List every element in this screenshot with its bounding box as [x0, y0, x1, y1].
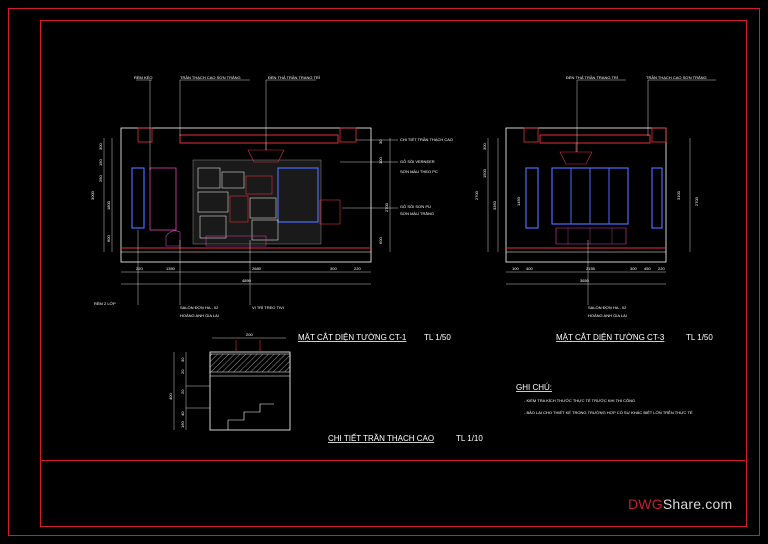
dim-ct1-left-3: 250 — [98, 175, 103, 182]
dim-ct3-left-5: 3350 — [492, 200, 497, 210]
label-salon-ct3: SALON ĐƠN HA - 02 — [588, 305, 627, 310]
ceiling-detail — [173, 337, 291, 431]
dim-ct1-bottom-2: 1350 — [166, 266, 176, 271]
dim-detail-6: 40 — [180, 411, 185, 416]
label-den-tha-ct1: ĐÈN THẢ TRẦN TRANG TRÍ — [268, 75, 321, 80]
dim-ct3-bottom-6: 220 — [658, 266, 665, 271]
title-ct3: MẶT CẮT DIỆN TƯỜNG CT-3 — [556, 333, 665, 342]
label-rem-keo: RÈM KÉO — [134, 75, 152, 80]
label-den-tha-ct3: ĐÈN THẢ TRẦN TRANG TRÍ — [566, 75, 619, 80]
label-go-soi-son-pu: GỖ SỒI SƠN PU — [400, 204, 431, 209]
left-elevation — [103, 79, 398, 305]
dim-ct1-bottom-1: 220 — [136, 266, 143, 271]
dim-ct3-total: 3650 — [580, 278, 590, 283]
dim-ct1-total: 4890 — [242, 278, 252, 283]
dim-ct1-left-6: 600 — [106, 235, 111, 242]
dim-detail-4: 20 — [180, 369, 185, 374]
dim-detail-2: 400 — [168, 393, 173, 400]
dim-ct1-bottom-4: 300 — [330, 266, 337, 271]
title-detail: CHI TIẾT TRẦN THẠCH CAO — [328, 433, 434, 443]
label-salon-ct1: SALON ĐƠN HA - 02 — [180, 305, 219, 310]
label-tran-thach-cao-ct1: TRẦN THẠCH CAO SƠN TRẮNG — [180, 75, 241, 80]
dim-ct3-bottom-1: 100 — [512, 266, 519, 271]
dim-detail-3: 30 — [180, 357, 185, 362]
dim-ct1-right-4: 600 — [378, 237, 383, 244]
dim-ct1-left-4: 3000 — [90, 190, 95, 200]
watermark-part-a: DWG — [628, 496, 663, 512]
notes-heading: GHI CHÚ: — [516, 383, 552, 392]
right-elevation — [487, 79, 716, 305]
dim-ct1-right-3: 2700 — [384, 202, 389, 212]
label-chi-tiet-tran: CHI TIẾT TRẦN THẠCH CAO — [400, 137, 453, 142]
dim-ct3-left-1: 300 — [482, 143, 487, 150]
outer-frame — [8, 8, 760, 536]
label-go-soi-verneer: GỖ SỒI VERNEER — [400, 159, 435, 164]
inner-frame — [40, 20, 747, 527]
scale-ct1: TL 1/50 — [424, 333, 451, 342]
dim-ct3-bottom-4: 300 — [630, 266, 637, 271]
label-son-mau-trang: SƠN MÀU TRẮNG — [400, 211, 434, 216]
note-item-2: - BÁO LẠI CHO THIẾT KẾ TRONG TRƯỜNG HỢP … — [524, 410, 693, 415]
dim-ct1-left-1: 300 — [98, 143, 103, 150]
label-son-mau-pc: SƠN MÀU THEO PC — [400, 169, 438, 174]
dim-ct3-left-2: 1500 — [482, 168, 487, 178]
dim-ct1-right-1: 30 — [378, 139, 383, 144]
dim-ct3-bottom-2: 400 — [526, 266, 533, 271]
watermark-logo: DWGShare.com — [628, 496, 732, 512]
dim-detail-5: 20 — [180, 389, 185, 394]
label-hoang-anh-ct3: HOÀNG ANH GIA LAI — [588, 313, 627, 318]
label-hoang-anh-ct1: HOÀNG ANH GIA LAI — [180, 313, 219, 318]
note-item-1: - KIỂM TRA KÍCH THƯỚC THỰC TẾ TRƯỚC KHI … — [524, 398, 635, 403]
watermark-part-b: Share.com — [662, 496, 733, 512]
title-ct1: MẶT CẮT DIỆN TƯỜNG CT-1 — [298, 333, 407, 342]
dim-ct3-left-4: 1450 — [516, 196, 521, 206]
dim-ct3-right-1: 3100 — [676, 190, 681, 200]
scale-ct3: TL 1/50 — [686, 333, 713, 342]
dim-ct3-bottom-3: 2155 — [586, 266, 596, 271]
dim-ct1-bottom-5: 220 — [354, 266, 361, 271]
dim-ct3-bottom-5: 450 — [644, 266, 651, 271]
dim-ct1-right-2: 100 — [378, 157, 383, 164]
scale-detail: TL 1/10 — [456, 434, 483, 443]
dim-ct1-bottom-3: 2680 — [252, 266, 262, 271]
label-vi-tri-tivi: VỊ TRÍ TREO TIVI — [252, 305, 284, 310]
label-tran-thach-cao-ct3: TRẦN THẠCH CAO SƠN TRẮNG — [646, 75, 707, 80]
dim-ct3-right-2: 2700 — [694, 196, 699, 206]
dim-ct1-left-5: 1800 — [106, 200, 111, 210]
dim-detail-7: 160 — [180, 421, 185, 428]
dim-detail-1: 200 — [246, 332, 253, 337]
dim-ct3-left-3: 2700 — [474, 190, 479, 200]
title-block-strip — [40, 460, 745, 526]
dim-ct1-left-2: 150 — [98, 159, 103, 166]
label-rem-2-lop: RÈM 2 LỚP — [94, 301, 116, 306]
